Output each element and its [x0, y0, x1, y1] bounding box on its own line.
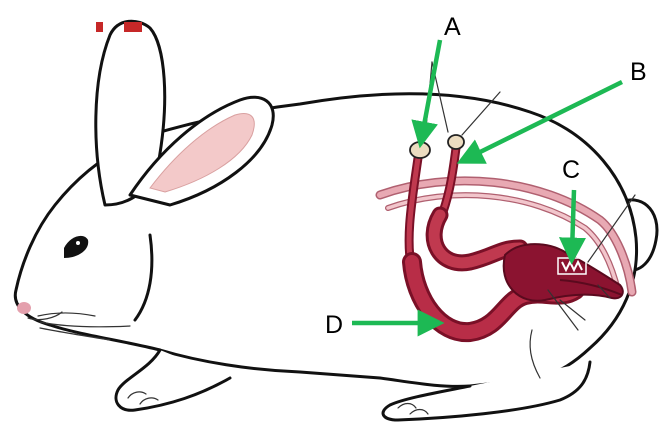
ear-mark-2 [124, 22, 142, 32]
arrow-c [572, 190, 574, 252]
label-b: B [630, 58, 647, 86]
label-a: A [444, 13, 461, 41]
label-c: C [562, 156, 580, 184]
right-ovary [448, 135, 464, 149]
nose-icon [17, 302, 31, 314]
ear-mark-1 [96, 22, 103, 32]
label-d: D [325, 311, 343, 339]
rabbit-outline [15, 21, 657, 420]
left-ovary [410, 142, 430, 158]
